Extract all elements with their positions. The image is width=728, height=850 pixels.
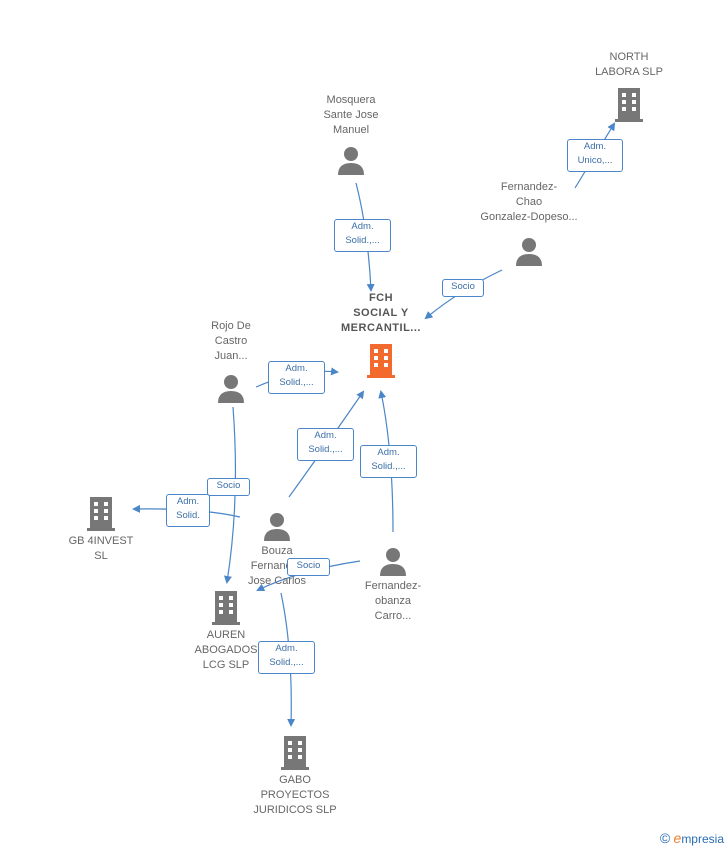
edge-label-mosquera-adm[interactable]: Adm. Solid.,... [334,219,391,252]
node-mosquera[interactable]: Mosquera Sante Jose Manuel [300,93,402,176]
person-icon [264,513,290,541]
building-icon [367,344,395,378]
person-icon [516,238,542,266]
building-icon [281,736,309,770]
edge-rojo-to-auren [223,406,237,584]
edge-label-socio-auren-rojo[interactable]: Socio [207,478,250,496]
edge-label-gb-adm[interactable]: Adm. Solid. [166,494,210,527]
empresia-logo: © empresia [660,830,724,846]
node-fernandez-chao[interactable]: Fernandez- Chao Gonzalez-Dopeso... [465,180,593,267]
edge-label-rojo-adm[interactable]: Adm. Solid.,... [268,361,325,394]
node-label: Mosquera Sante Jose Manuel [323,94,379,136]
edge-label-adm-unico[interactable]: Adm. Unico,... [567,139,623,172]
logo-initial: e [673,830,682,846]
person-icon [338,147,364,175]
building-icon [212,591,240,625]
node-auren-abogados[interactable]: AUREN ABOGADOS LCG SLP [180,588,272,673]
person-icon [380,548,406,576]
node-label: GABO PROYECTOS JURIDICOS SLP [253,774,337,816]
node-label: NORTH LABORA SLP [595,51,663,78]
node-label: GB 4INVEST SL [68,535,134,562]
node-fch-social-y-mercantil[interactable]: FCH SOCIAL Y MERCANTIL... [325,291,437,379]
node-gabo-proyectos[interactable]: GABO PROYECTOS JURIDICOS SLP [236,733,354,818]
node-gb-4invest[interactable]: GB 4INVEST SL [55,494,147,564]
edge-label-socio-auren-bouza[interactable]: Socio [287,558,330,576]
node-north-labora[interactable]: NORTH LABORA SLP [578,50,680,123]
edge-label-gabo-adm[interactable]: Adm. Solid.,... [258,641,315,674]
building-icon [87,497,115,531]
node-rojo-de-castro[interactable]: Rojo De Castro Juan... [190,319,272,404]
node-label: Fernandez- Chao Gonzalez-Dopeso... [480,181,578,223]
node-bouza-fernandez[interactable]: Bouza Fernandez Jose Carlos [232,510,322,589]
node-label: Rojo De Castro Juan... [211,320,251,362]
edge-label-socio-fch[interactable]: Socio [442,279,484,297]
person-icon [218,375,244,403]
node-label: Fernandez- obanza Carro... [364,580,422,622]
edge-label-bouza-adm[interactable]: Adm. Solid.,... [297,428,354,461]
node-label: FCH SOCIAL Y MERCANTIL... [341,292,421,334]
building-icon [615,88,643,122]
node-label: AUREN ABOGADOS LCG SLP [194,629,258,671]
node-fernandez-obanza[interactable]: Fernandez- obanza Carro... [345,545,441,624]
logo-text: mpresia [681,832,724,846]
edge-label-obanza-adm[interactable]: Adm. Solid.,... [360,445,417,478]
copyright-icon: © [659,830,671,846]
